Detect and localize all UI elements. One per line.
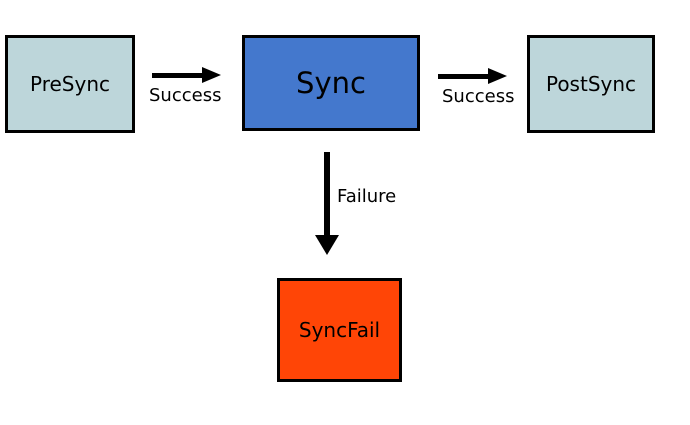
- arrow-presync-to-sync-shaft: [152, 73, 203, 78]
- node-presync-label: PreSync: [30, 72, 110, 96]
- arrow-sync-to-syncfail-shaft: [324, 152, 330, 236]
- edge-label-success-2: Success: [442, 86, 515, 107]
- edge-label-success-1: Success: [149, 85, 222, 106]
- arrow-right-icon: [488, 68, 507, 84]
- node-sync: Sync: [242, 35, 420, 131]
- edge-label-failure: Failure: [337, 186, 397, 207]
- arrow-down-icon: [315, 235, 339, 255]
- node-syncfail-label: SyncFail: [298, 318, 381, 342]
- node-sync-label: Sync: [296, 65, 366, 100]
- node-syncfail: SyncFail: [277, 278, 402, 382]
- arrow-right-icon: [202, 67, 221, 83]
- node-postsync: PostSync: [527, 35, 655, 133]
- node-postsync-label: PostSync: [545, 72, 637, 96]
- arrow-sync-to-postsync-shaft: [438, 74, 489, 79]
- node-presync: PreSync: [5, 35, 135, 133]
